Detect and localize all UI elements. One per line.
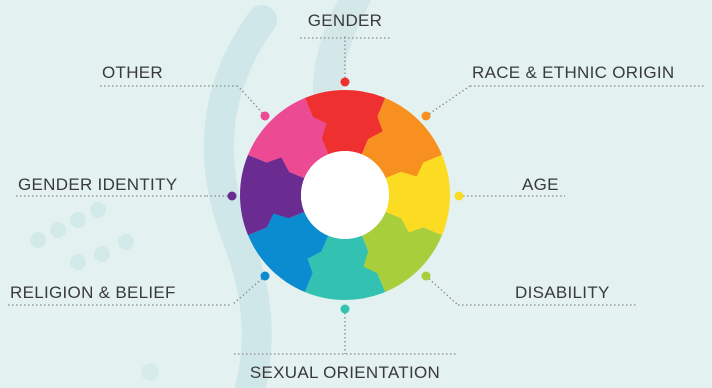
segment-arrow	[362, 107, 383, 142]
leader-line-religion	[231, 275, 266, 306]
labels: GENDER RACE & ETHNIC ORIGIN AGE DISABILI…	[10, 11, 674, 382]
label-age: AGE	[522, 175, 559, 194]
segment-arrow	[257, 157, 292, 178]
label-religion-belief: RELIGION & BELIEF	[10, 283, 176, 302]
marker-dot-disability	[421, 271, 431, 281]
label-gender-identity: GENDER IDENTITY	[18, 175, 177, 194]
wheel-hole	[301, 151, 389, 239]
wheel	[240, 89, 451, 300]
label-gender: GENDER	[308, 11, 383, 30]
marker-dot-age	[454, 191, 464, 201]
leader-line-other	[237, 85, 266, 117]
label-other: OTHER	[102, 63, 163, 82]
marker-dot-gender-identity	[227, 191, 237, 201]
label-sexual-orientation: SEXUAL ORIENTATION	[250, 363, 440, 382]
marker-dot-sexual-orientation	[340, 304, 350, 314]
leader-lines	[8, 36, 706, 355]
segment-arrow	[307, 248, 328, 283]
marker-dot-religion	[260, 271, 270, 281]
label-race-ethnic-origin: RACE & ETHNIC ORIGIN	[472, 63, 674, 82]
marker-dot-race	[421, 111, 431, 121]
segment-arrow	[363, 245, 387, 278]
leader-line-race	[425, 85, 471, 117]
segment-arrow	[262, 213, 295, 237]
label-disability: DISABILITY	[515, 283, 610, 302]
segment-arrow	[303, 112, 327, 145]
marker-dot-other	[260, 111, 270, 121]
leader-line-disability	[425, 275, 459, 306]
segment-arrow	[398, 212, 433, 233]
segment-arrow	[395, 153, 428, 177]
marker-dot-gender	[340, 77, 350, 87]
